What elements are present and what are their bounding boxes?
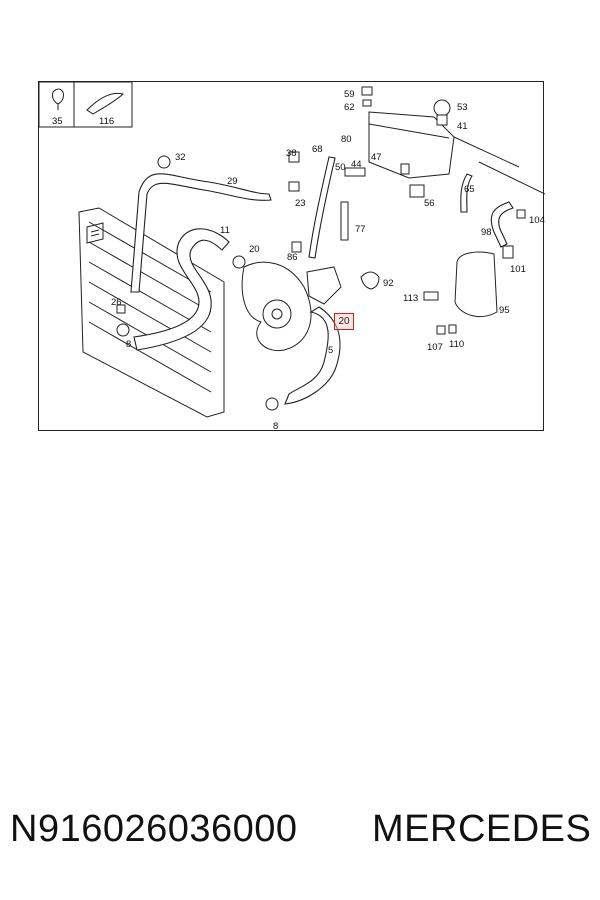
radiator-grille [86, 222, 104, 244]
hose-11 [133, 228, 230, 351]
thermostat-housing [306, 266, 342, 305]
hose-5 [284, 306, 341, 405]
callout-92: 92 [383, 278, 394, 289]
callout-107: 107 [427, 342, 443, 353]
bolt-113 [423, 291, 439, 301]
callout-77: 77 [355, 224, 366, 235]
washer-62 [362, 99, 372, 107]
reservoir-95 [454, 251, 498, 317]
radiator-fins [88, 221, 212, 393]
clamp-20 [232, 255, 246, 269]
callout-50: 50 [335, 162, 346, 173]
tank-cap-53 [433, 99, 451, 117]
callout-35: 35 [52, 116, 63, 127]
nut-104 [516, 209, 526, 219]
clamp-23 [288, 181, 300, 192]
part-number: N916026036000 [10, 808, 298, 850]
tank-neck [436, 114, 448, 126]
hose-65 [460, 173, 473, 213]
pump-hub [271, 308, 283, 320]
callout-110: 110 [449, 339, 464, 350]
grommet-32 [157, 155, 171, 169]
clamp-92 [360, 271, 380, 290]
callout-44: 44 [351, 159, 362, 170]
nut-38 [288, 151, 300, 163]
clip-icon [52, 88, 64, 110]
bracket-101 [502, 245, 514, 259]
callout-113: 113 [403, 293, 418, 304]
fitting-47 [400, 163, 410, 175]
tube-77 [340, 201, 349, 241]
callout-11: 11 [220, 225, 230, 236]
highlighted-part-label[interactable]: 20 [334, 313, 354, 330]
callout-95: 95 [499, 305, 510, 316]
sensor-44 [344, 167, 366, 177]
callout-5: 5 [328, 345, 333, 356]
parts-diagram: 35 116 59 62 53 41 80 68 38 50 44 47 32 … [38, 81, 545, 432]
callout-56: 56 [424, 198, 435, 209]
radiator [78, 207, 225, 418]
callout-41: 41 [457, 121, 468, 132]
brand-name: MERCEDES [372, 808, 592, 850]
mount-56 [409, 184, 425, 198]
clamp-8-left [116, 323, 130, 337]
callout-53: 53 [457, 102, 468, 113]
legend-box-strap [73, 82, 133, 128]
cap-59 [361, 86, 373, 96]
callout-98: 98 [481, 227, 492, 238]
callout-116: 116 [99, 116, 114, 127]
callout-38: 38 [286, 148, 297, 159]
callout-68: 68 [312, 144, 323, 155]
hose-68 [308, 156, 336, 259]
strap-icon [86, 92, 124, 115]
callout-26: 26 [111, 297, 122, 308]
callout-104: 104 [529, 215, 545, 226]
leader-lines-right [453, 136, 545, 195]
bush-86 [291, 241, 302, 253]
callout-86: 86 [287, 252, 298, 263]
diagram-drawing: 35 116 59 62 53 41 80 68 38 50 44 47 32 … [39, 82, 545, 432]
clamp-8-bottom [265, 397, 279, 411]
callout-20: 20 [249, 244, 260, 255]
callout-23: 23 [295, 198, 306, 209]
callout-59: 59 [344, 89, 355, 100]
washer-110 [448, 324, 457, 334]
cap-26 [116, 304, 126, 314]
hose-98 [490, 201, 514, 248]
callout-29: 29 [227, 176, 238, 187]
callout-47: 47 [371, 152, 382, 163]
callout-8: 8 [126, 339, 131, 350]
hose-29 [130, 173, 272, 293]
callout-32: 32 [175, 152, 186, 163]
callout-80: 80 [341, 134, 352, 145]
tank-seam [368, 123, 450, 139]
nut-107 [436, 325, 446, 335]
callout-101: 101 [510, 264, 526, 275]
callout-8: 8 [273, 421, 278, 432]
callout-65: 65 [464, 184, 475, 195]
callout-62: 62 [344, 102, 355, 113]
expansion-tank [368, 111, 455, 179]
footer: N916026036000 MERCEDES [0, 808, 600, 858]
